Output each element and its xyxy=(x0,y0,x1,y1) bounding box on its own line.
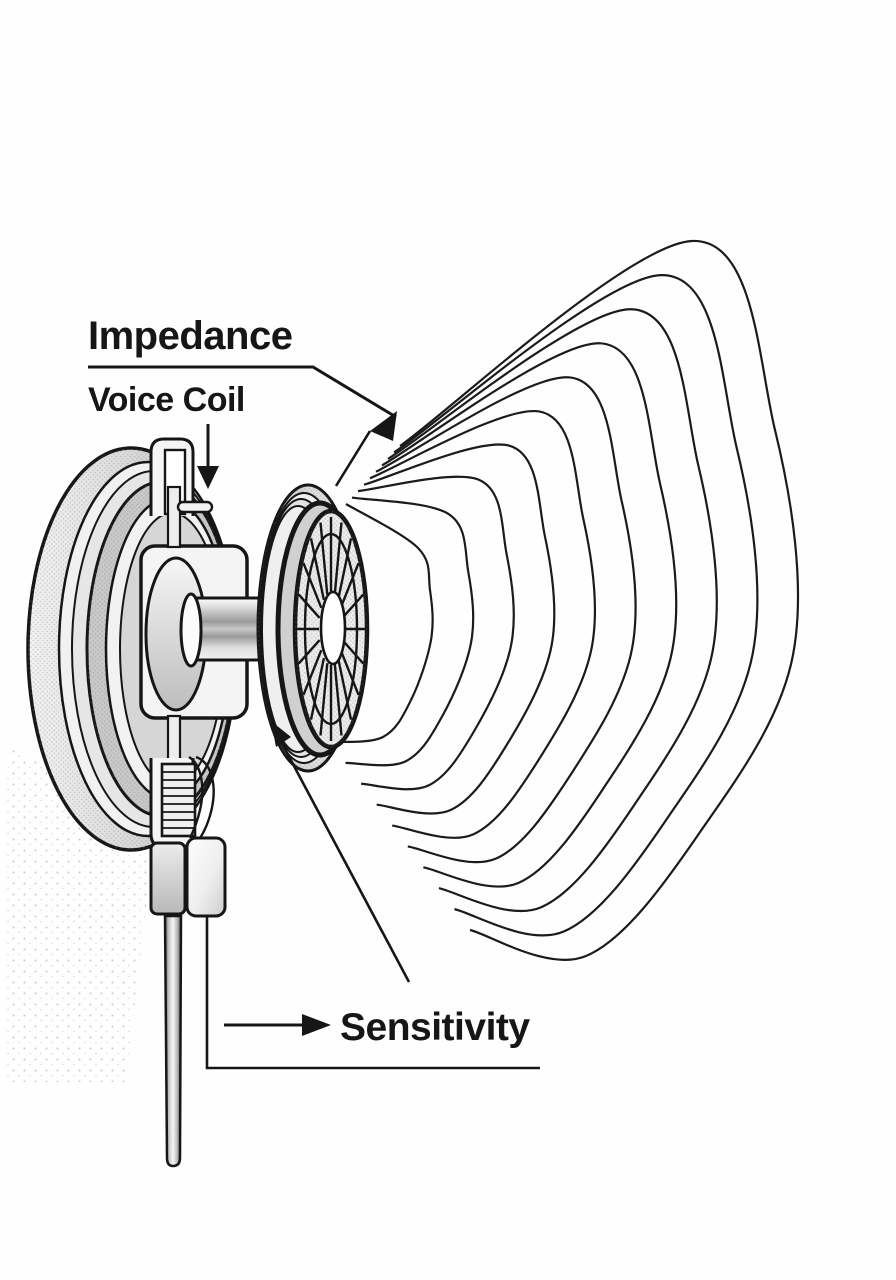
lead-wire-outer xyxy=(195,755,215,843)
diaphragm-spoke xyxy=(302,562,323,609)
winding-turns xyxy=(163,771,194,829)
sound-wave-front xyxy=(375,376,637,864)
voice-coil-callout: Voice Coil xyxy=(88,381,245,489)
diaphragm-spoke xyxy=(319,663,329,736)
cable xyxy=(163,914,183,1168)
diaphragm-spoke xyxy=(319,522,329,595)
diaphragm-spoke xyxy=(309,657,326,720)
voice-coil-assembly xyxy=(149,437,215,849)
diaphragm-assembly xyxy=(256,483,370,773)
coil-former-top xyxy=(166,485,182,549)
diaphragm-spoke xyxy=(297,639,321,665)
diaphragm-spoke xyxy=(341,593,365,619)
terminal-pin xyxy=(176,500,214,514)
diaphragm-spoke xyxy=(333,663,343,736)
sound-wave-front xyxy=(381,342,678,888)
voice-coil-label: Voice Coil xyxy=(88,381,245,419)
diaphragm-spoke xyxy=(336,657,353,720)
terminal-block-left xyxy=(149,841,187,916)
sound-wave-front xyxy=(357,475,515,791)
sensitivity-arrowhead-right-icon xyxy=(302,1014,331,1036)
lead-wire-inner xyxy=(188,755,204,839)
sensitivity-arrowhead-up-icon xyxy=(271,721,291,747)
terminal-and-cable xyxy=(149,836,227,1168)
voice-coil-arrowhead-icon xyxy=(197,466,219,489)
sound-wave-front xyxy=(329,503,434,744)
diaphragm-spokes xyxy=(297,517,365,741)
sensitivity-label: Sensitivity xyxy=(340,1006,530,1049)
diaphragm-spoke xyxy=(336,538,353,601)
impedance-callout: Impedance xyxy=(88,314,397,487)
impedance-arrowhead-icon xyxy=(370,411,397,441)
sound-waves xyxy=(329,239,800,961)
sensitivity-pointer-line xyxy=(276,735,411,983)
sensitivity-bracket-line xyxy=(205,916,540,1070)
magnet-assembly xyxy=(139,544,264,720)
diaphragm-spoke xyxy=(341,639,365,665)
diaphragm-spoke xyxy=(302,649,323,696)
diaphragm-spoke xyxy=(339,649,360,696)
diaphragm-spoke xyxy=(333,522,343,595)
sound-wave-front xyxy=(345,496,475,767)
sound-wave-front xyxy=(369,410,597,839)
diaphragm-spoke xyxy=(309,538,326,601)
sensitivity-callout: Sensitivity xyxy=(205,721,540,1070)
diaphragm-spoke xyxy=(339,562,360,609)
sound-wave-front xyxy=(363,443,556,815)
sound-wave-front xyxy=(393,274,759,937)
shaft-cap xyxy=(179,592,203,668)
diaphragm-spoke xyxy=(297,593,321,619)
voice-coil-winding xyxy=(160,762,197,838)
impedance-pointer-line xyxy=(88,365,397,419)
terminal-block-right xyxy=(185,836,227,918)
diaphragm-hub xyxy=(319,590,347,666)
impedance-pointer-tail xyxy=(334,430,372,487)
sound-wave-front xyxy=(399,239,800,961)
impedance-label: Impedance xyxy=(88,314,292,358)
sound-wave-front xyxy=(387,308,718,913)
